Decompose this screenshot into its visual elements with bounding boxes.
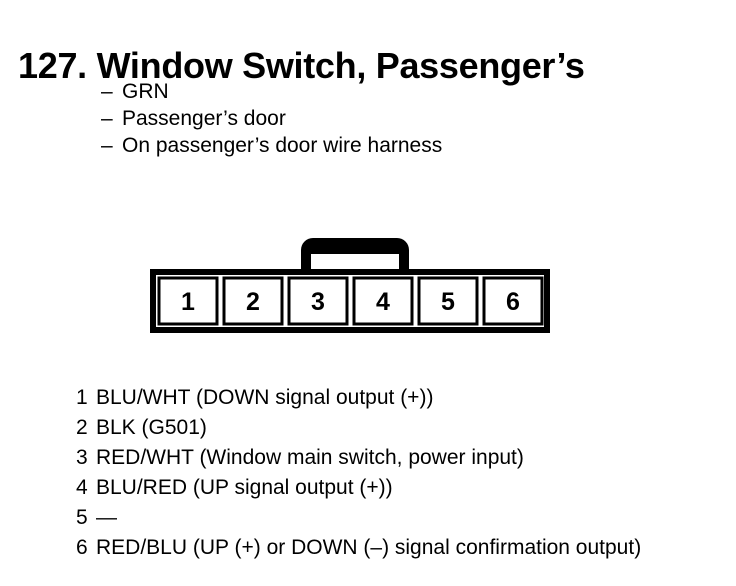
pin-number: 2 [76,416,88,439]
connector-illustration: 1 2 3 4 5 6 [150,238,550,333]
pin-list-item: 3 RED/WHT (Window main switch, power inp… [76,443,641,473]
pin-number: 5 [76,506,88,529]
connector-cavity-label-2: 2 [246,288,260,316]
connector-cavity-2 [222,276,284,326]
attribute-item-label: On passenger’s door wire harness [122,134,443,157]
attribute-item-location: – Passenger’s door [101,105,442,132]
pin-description: BLU/RED (UP signal output (+)) [96,476,393,499]
bullet-dash-icon: – [101,107,113,130]
connector-cavity-labels: 1 2 3 4 5 6 [181,288,520,316]
connector-cavity-label-5: 5 [441,288,455,316]
attribute-list: – GRN – Passenger’s door – On passenger’… [101,78,442,159]
connector-cavity-3 [287,276,349,326]
pin-description: BLK (G501) [96,416,207,439]
pin-list-item: 2 BLK (G501) [76,413,641,443]
pin-description: — [96,506,117,529]
pin-description: BLU/WHT (DOWN signal output (+)) [96,386,434,409]
connector-cavities [157,276,544,326]
page-title: 127. Window Switch, Passenger’s [18,45,585,87]
pin-list-item: 6 RED/BLU (UP (+) or DOWN (–) signal con… [76,533,641,563]
connector-shell [150,269,550,333]
pin-number: 3 [76,446,88,469]
bullet-dash-icon: – [101,80,113,103]
connector-diagram: 1 2 3 4 5 6 [150,218,550,333]
attribute-item-harness: – On passenger’s door wire harness [101,132,442,159]
connector-locking-tab-icon [301,238,409,274]
connector-cavity-label-6: 6 [506,288,520,316]
attribute-item-label: GRN [122,80,169,103]
connector-cavity-6 [482,276,544,326]
connector-cavity-4 [352,276,414,326]
attribute-item-label: Passenger’s door [122,107,286,130]
pin-list-item: 5 — [76,503,641,533]
pin-number: 1 [76,386,88,409]
connector-cavity-1 [157,276,219,326]
pin-list-item: 1 BLU/WHT (DOWN signal output (+)) [76,383,641,413]
connector-cavity-5 [417,276,479,326]
pin-number: 6 [76,536,88,559]
pin-description: RED/WHT (Window main switch, power input… [96,446,524,469]
pin-description: RED/BLU (UP (+) or DOWN (–) signal confi… [96,536,642,559]
pin-list-item: 4 BLU/RED (UP signal output (+)) [76,473,641,503]
bullet-dash-icon: – [101,134,113,157]
connector-cavity-label-1: 1 [181,288,195,316]
connector-cavity-label-4: 4 [376,288,390,316]
connector-cavity-label-3: 3 [311,288,325,316]
attribute-item-color: – GRN [101,78,442,105]
pin-number: 4 [76,476,88,499]
pin-assignment-list: 1 BLU/WHT (DOWN signal output (+)) 2 BLK… [76,383,641,563]
